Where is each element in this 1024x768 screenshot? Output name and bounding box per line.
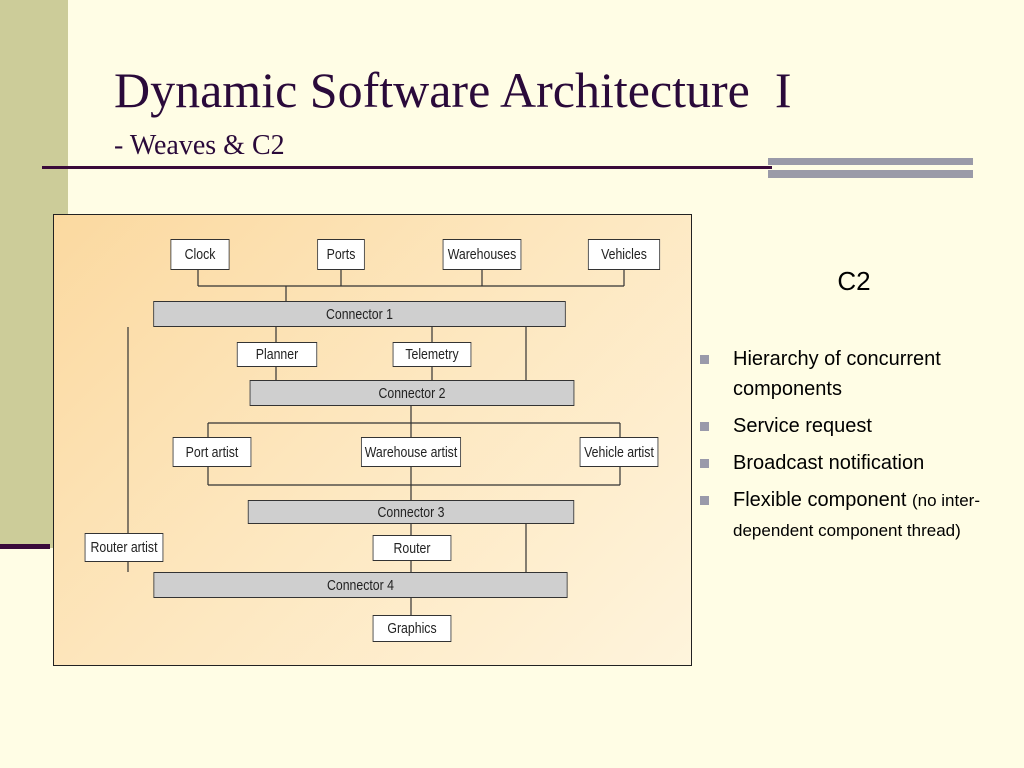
bullet-note: (no inter-dependent component thread)	[733, 491, 981, 540]
connector-2: Connector 2	[249, 380, 575, 406]
component-telemetry: Telemetry	[392, 342, 472, 367]
title-divider-accent-bottom	[768, 170, 973, 178]
square-bullet-icon	[700, 355, 709, 364]
slide-subtitle: - Weaves & C2	[114, 130, 285, 161]
connector-4: Connector 4	[153, 572, 568, 598]
connector-3: Connector 3	[247, 500, 575, 524]
slide-title: Dynamic Software Architecture I	[114, 62, 792, 118]
bullet-item: Service request	[697, 411, 1017, 441]
component-graphics: Graphics	[372, 615, 452, 642]
square-bullet-icon	[700, 496, 709, 505]
bullet-item: Flexible component (no inter-dependent c…	[697, 485, 1017, 545]
component-planner: Planner	[236, 342, 318, 367]
component-clock: Clock	[170, 239, 230, 270]
bullet-item: Broadcast notification	[697, 448, 1017, 478]
diagram-wires	[127, 270, 625, 615]
component-vehicle-artist: Vehicle artist	[579, 437, 659, 467]
component-warehouses: Warehouses	[442, 239, 522, 270]
component-router: Router	[372, 535, 452, 561]
connector-1: Connector 1	[153, 301, 566, 327]
square-bullet-icon	[700, 422, 709, 431]
title-divider-accent-top	[768, 158, 973, 165]
architecture-diagram: Clock Ports Warehouses Vehicles Connecto…	[53, 214, 692, 666]
component-warehouse-artist: Warehouse artist	[360, 437, 462, 467]
component-port-artist: Port artist	[172, 437, 252, 467]
c2-heading: C2	[837, 266, 871, 296]
component-vehicles: Vehicles	[587, 239, 661, 270]
title-divider	[42, 166, 772, 169]
component-ports: Ports	[317, 239, 365, 270]
component-router-artist: Router artist	[84, 533, 164, 562]
bullet-item: Hierarchy of concurrent components	[697, 344, 1017, 404]
square-bullet-icon	[700, 459, 709, 468]
c2-bullet-list: Hierarchy of concurrent components Servi…	[697, 344, 1017, 552]
left-accent-line	[0, 544, 50, 549]
